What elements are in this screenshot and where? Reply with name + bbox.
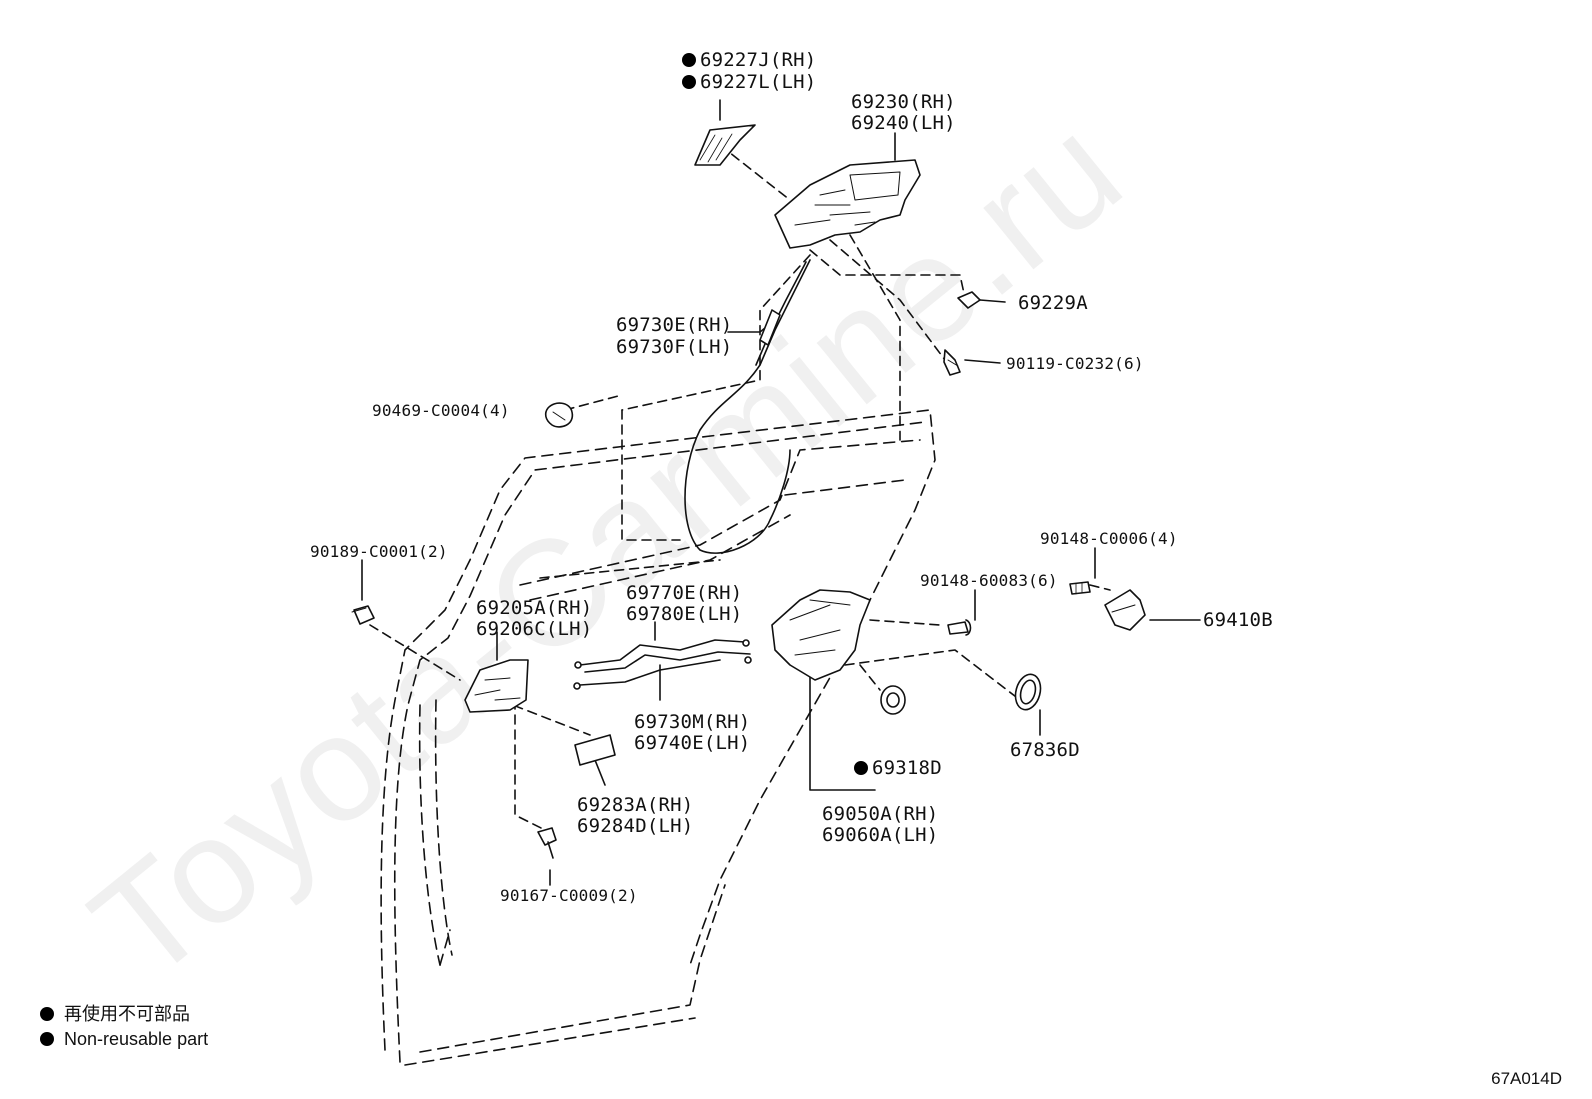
label-69284d: 69284D(LH) — [577, 815, 694, 837]
label-69730m: 69730M(RH) — [634, 711, 751, 733]
label-90119: 90119-C0232(6) — [1006, 354, 1144, 373]
label-69229a: 69229A — [1018, 292, 1088, 314]
label-69060a: 69060A(LH) — [822, 824, 939, 846]
label-69770e: 69770E(RH) — [626, 582, 743, 604]
non-reusable-mark-icon — [40, 1007, 54, 1021]
legend-en: Non-reusable part — [40, 1027, 208, 1051]
screw-90148-60083 — [947, 619, 972, 636]
clip-90469 — [544, 402, 574, 428]
non-reusable-mark-icon — [40, 1032, 54, 1046]
door-frame — [380, 409, 936, 1066]
non-reusable-mark-icon — [854, 761, 868, 775]
cover-69283a — [574, 734, 616, 766]
screw-90167 — [537, 827, 557, 859]
label-69205a: 69205A(RH) — [476, 597, 593, 619]
non-reusable-mark-icon — [682, 75, 696, 89]
label-67836d: 67836D — [1010, 739, 1080, 761]
label-69227j: 69227J(RH) — [682, 50, 816, 71]
label-69730f: 69730F(LH) — [616, 336, 733, 358]
label-69740e: 69740E(LH) — [634, 732, 751, 754]
label-69780e: 69780E(LH) — [626, 603, 743, 625]
grommet-69318d — [880, 685, 906, 715]
non-reusable-mark-icon — [682, 53, 696, 67]
striker-69410b — [1104, 589, 1146, 631]
label-69730e: 69730E(RH) — [616, 314, 733, 336]
seal-67836d — [1014, 673, 1042, 711]
label-69283a: 69283A(RH) — [577, 794, 694, 816]
label-90189: 90189-C0001(2) — [310, 542, 448, 561]
inside-handle-69205a — [464, 659, 529, 713]
grommet-90189 — [351, 605, 375, 625]
cable-69730e — [684, 259, 811, 554]
label-69240: 69240(LH) — [851, 112, 956, 134]
label-69227l: 69227L(LH) — [682, 72, 816, 93]
cable-69770e — [573, 639, 752, 690]
part-69230-shape — [774, 159, 921, 249]
label-69206c: 69206C(LH) — [476, 618, 593, 640]
legend-jp: 再使用不可部品 — [40, 1002, 190, 1026]
label-90148-60083: 90148-60083(6) — [920, 571, 1058, 590]
screw-90119 — [943, 349, 961, 376]
label-69230: 69230(RH) — [851, 91, 956, 113]
label-90469: 90469-C0004(4) — [372, 401, 510, 420]
label-69318d: 69318D — [854, 758, 942, 779]
door-lock-69050a — [771, 589, 871, 681]
label-90167: 90167-C0009(2) — [500, 886, 638, 905]
figure-code: 67A014D — [1491, 1069, 1562, 1088]
label-69410b: 69410B — [1203, 609, 1273, 631]
solid-leaders — [361, 99, 1201, 886]
screw-90148-c0006 — [1069, 581, 1091, 595]
label-90148-c0006: 90148-C0006(4) — [1040, 529, 1178, 548]
label-69050a: 69050A(RH) — [822, 803, 939, 825]
clip-69229a — [957, 291, 981, 309]
